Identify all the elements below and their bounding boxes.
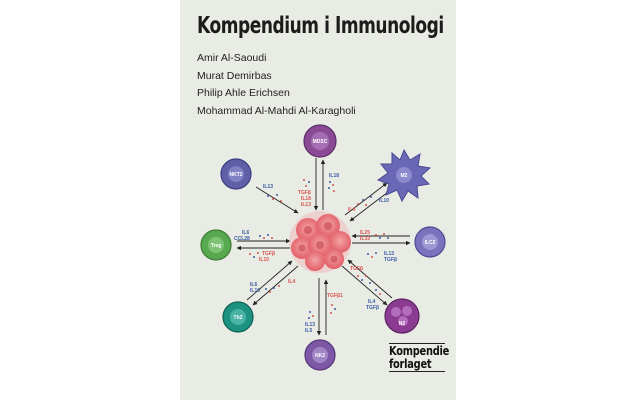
book-cover: Kompendium i Immunologi Amir Al-Saoudi M… — [180, 0, 456, 400]
cytokine-label: IL13 — [301, 202, 311, 208]
cell-treg: Treg — [200, 229, 232, 261]
publisher-logo: Kompendie forlaget — [389, 343, 450, 372]
cell-n2: N2 — [384, 298, 420, 334]
arrow — [246, 260, 293, 301]
arrow — [344, 182, 388, 216]
immune-cell-diagram: MDSC NKT2 M2 Treg ILC2 Th2 — [200, 124, 446, 371]
cytokine-dots — [249, 179, 389, 319]
interaction-arrows — [236, 158, 411, 336]
cytokine-label: TGFβ — [298, 190, 311, 196]
cytokine-label: TGFβ — [262, 251, 275, 257]
cytokine-label: IL13 — [263, 184, 273, 190]
tumor-cluster — [289, 211, 351, 273]
arrow — [255, 186, 299, 214]
cytokine-label: IL10 — [250, 288, 260, 294]
cytokine-labels: IL18 TGFβ IL18 IL13 IL13 IL4 IL10 IL6 CC… — [234, 173, 397, 334]
cytokine-label: IL33 — [360, 236, 370, 242]
cytokine-label: IL13 — [384, 251, 394, 257]
book-title: Kompendium i Immunologi — [197, 13, 444, 39]
cytokine-label: IL25 — [360, 230, 370, 236]
author-name: Murat Demirbas — [197, 69, 272, 82]
author-list: Amir Al-Saoudi Murat Demirbas Philip Ahl… — [197, 50, 356, 120]
cell-label: ILC2 — [425, 240, 436, 246]
arrow — [341, 265, 388, 306]
cell-nkt2: NKT2 — [220, 158, 252, 190]
cytokine-label: IL5 — [305, 328, 312, 334]
cytokine-label: TGFβ1 — [327, 293, 343, 299]
publisher-name: Kompendie — [389, 344, 450, 358]
cytokine-label: IL13 — [305, 322, 315, 328]
author-name: Philip Ahle Erichsen — [197, 87, 290, 99]
cell-label: NK2 — [315, 353, 325, 359]
cytokine-label: TGFβ — [384, 257, 397, 263]
cell-label: N2 — [399, 321, 406, 327]
cell-th2: Th2 — [222, 301, 254, 333]
arrow — [347, 259, 393, 299]
arrow — [252, 265, 299, 306]
cytokine-label: IL18 — [301, 196, 311, 202]
cytokine-label: IL4 — [368, 299, 375, 305]
cell-label: M2 — [401, 173, 408, 179]
cytokine-label: IL4 — [288, 279, 295, 285]
cytokine-label: IL6 — [242, 230, 249, 236]
cell-mdsc: MDSC — [303, 124, 337, 158]
cytokine-label: IL18 — [329, 173, 339, 179]
cytokine-label: IL10 — [379, 198, 389, 204]
cytokine-label: TGFβ — [366, 305, 379, 311]
arrow — [349, 188, 393, 222]
cytokine-label: TGFβ — [350, 266, 363, 272]
cytokine-label: CCL28 — [234, 236, 250, 242]
cell-label: Treg — [211, 243, 222, 249]
cytokine-label: IL6 — [250, 282, 257, 288]
cell-label: Th2 — [234, 315, 243, 321]
cytokine-label: IL4 — [348, 207, 355, 213]
cell-nk2: NK2 — [304, 339, 336, 371]
cell-label: MDSC — [313, 139, 328, 145]
cell-ilc2: ILC2 — [414, 226, 446, 258]
cell-label: NKT2 — [229, 172, 242, 178]
author-name: Amir Al-Saoudi — [197, 52, 267, 64]
author-name: Mohammad Al-Mahdi Al-Karagholi — [197, 104, 356, 117]
cell-m2: M2 — [376, 148, 432, 203]
cytokine-label: IL10 — [259, 257, 269, 263]
publisher-name: forlaget — [389, 357, 432, 371]
